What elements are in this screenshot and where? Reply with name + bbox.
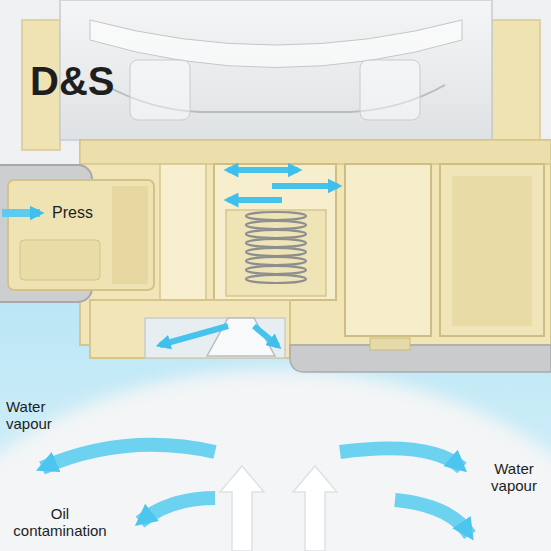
- outflow-arrow: [140, 498, 215, 522]
- logo-watermark: D&S: [30, 58, 150, 104]
- spring-cup: [226, 210, 326, 296]
- outer-chamber: [440, 164, 544, 336]
- base-plate: [290, 345, 551, 372]
- outer-chamber-shade: [452, 176, 532, 326]
- vent-outlet: [145, 318, 285, 358]
- valve-top-band: [80, 140, 551, 164]
- air-arrow: [293, 466, 337, 551]
- action-label: Press: [52, 204, 122, 222]
- flow-label: Water vapour: [6, 398, 66, 433]
- outflow-arrow: [395, 500, 470, 535]
- flow-arrow: [272, 183, 338, 189]
- press-arrow: [2, 209, 40, 217]
- glass-detail: [360, 60, 420, 120]
- plunger: [8, 180, 154, 290]
- flow-arrow: [160, 326, 228, 345]
- flow-arrow: [228, 167, 298, 173]
- drain-port: [370, 338, 410, 350]
- housing-wall: [492, 20, 540, 150]
- vent-housing: [90, 300, 290, 358]
- plunger-ridge: [20, 240, 100, 280]
- glass-bowl: [60, 0, 492, 140]
- flow-label: Water vapour: [482, 460, 546, 495]
- flow-arrow: [254, 326, 278, 346]
- glass-detail: [130, 60, 190, 120]
- right-chamber: [345, 164, 431, 336]
- flow-label: Oil contamination: [4, 505, 116, 540]
- outflow-arrow: [340, 448, 462, 468]
- vertical-channel: [160, 164, 206, 304]
- outflow-arrow: [42, 445, 215, 468]
- flow-arrow: [228, 197, 282, 203]
- spring-symbol: [246, 212, 306, 283]
- mist-dome: [0, 370, 551, 551]
- plunger-shade: [112, 186, 148, 284]
- air-arrow: [220, 466, 264, 551]
